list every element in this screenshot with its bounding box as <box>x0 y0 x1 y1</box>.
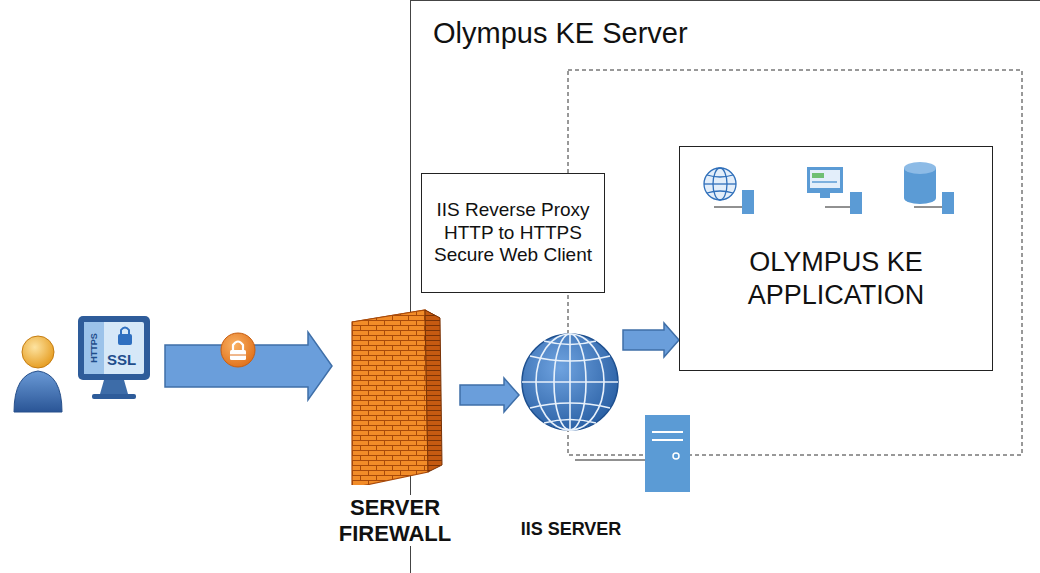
dashed-region <box>568 70 1022 455</box>
block-arrow <box>460 378 519 412</box>
iis-server-node: IIS SERVER <box>519 331 623 546</box>
ssl-connection-arrow <box>165 332 332 400</box>
icon-text: SSL <box>107 351 136 368</box>
node-text: Olympus KE Server <box>433 17 688 50</box>
application-box: OLYMPUS KE APPLICATION <box>679 146 993 371</box>
callout-box: IIS Reverse Proxy HTTP to HTTPS Secure W… <box>421 173 605 293</box>
user-icon <box>14 336 62 412</box>
firewall-node: SERVER FIREWALL <box>330 305 460 550</box>
firewall-illustration <box>330 305 460 485</box>
secure-monitor-icon <box>78 316 150 399</box>
node-text: IIS Reverse Proxy HTTP to HTTPS Secure W… <box>428 199 598 267</box>
server-boundary: Olympus KE ServerIIS Reverse Proxy HTTP … <box>410 0 1040 573</box>
node-text: SERVER FIREWALL <box>330 495 460 546</box>
node-text: OLYMPUS KE APPLICATION <box>701 246 971 311</box>
iis-globe <box>522 334 618 430</box>
icon-text: HTTPS <box>89 328 99 368</box>
node-text: IIS SERVER <box>519 519 623 540</box>
block-arrow <box>623 323 679 357</box>
lock-badge <box>221 333 255 367</box>
server-icon <box>575 415 690 492</box>
